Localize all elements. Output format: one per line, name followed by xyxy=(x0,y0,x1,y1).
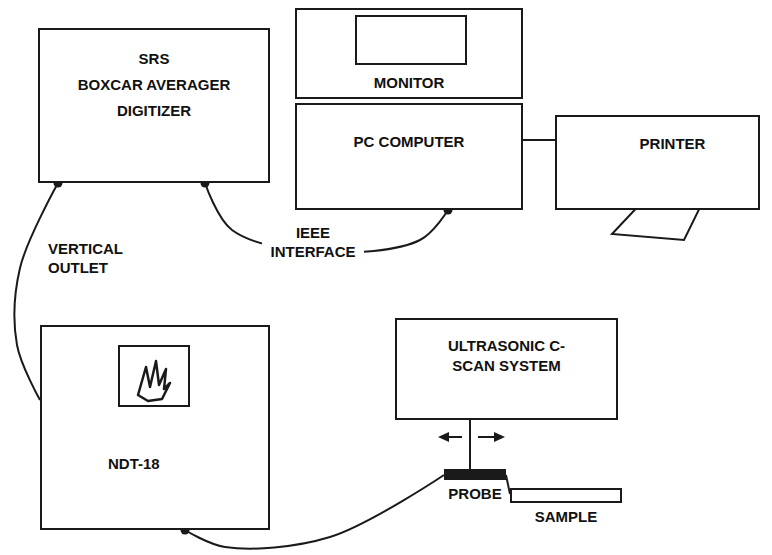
monitor-box: MONITOR xyxy=(295,8,523,99)
cable xyxy=(523,139,555,141)
cable xyxy=(469,420,471,469)
arrow-head xyxy=(494,432,505,442)
cable xyxy=(506,475,510,494)
box-label: PROBE xyxy=(444,485,506,502)
printer-box: PRINTER xyxy=(555,115,760,210)
sample: SAMPLE xyxy=(510,488,622,533)
scanner-box: ULTRASONIC C-SCAN SYSTEM xyxy=(395,318,618,420)
cable-label: IEEE INTERFACE xyxy=(262,222,364,262)
flaw-detector-box: NDT-18 xyxy=(40,325,270,530)
screen xyxy=(355,15,467,65)
part-shape xyxy=(510,488,622,503)
part-outline xyxy=(445,470,505,479)
part-shape xyxy=(444,469,506,480)
box-label: PRINTER xyxy=(587,135,758,152)
arrow-shaft xyxy=(478,436,496,438)
box-label: NDT-18 xyxy=(108,455,268,472)
screen-frame xyxy=(119,346,189,406)
cable-label: VERTICAL OUTLET xyxy=(45,238,151,278)
computer-box: PC COMPUTER xyxy=(295,103,523,210)
digitizer-box: SRSBOXCAR AVERAGER DIGITIZER xyxy=(38,28,270,183)
box-label: BOXCAR AVERAGER DIGITIZER xyxy=(65,72,243,124)
part-outline xyxy=(511,489,621,502)
box-label: ULTRASONIC C-SCAN SYSTEM xyxy=(447,336,567,376)
box-label: SRS xyxy=(40,48,268,70)
box-label: PC COMPUTER xyxy=(297,133,521,150)
arrow-head xyxy=(438,432,449,442)
screen-frame xyxy=(356,16,466,64)
waveform-trace xyxy=(138,361,170,401)
probe: PROBE xyxy=(444,469,506,510)
box-label: SAMPLE xyxy=(510,508,622,525)
screen xyxy=(118,345,190,407)
box-label: MONITOR xyxy=(297,74,521,91)
motion-arrows xyxy=(438,432,505,442)
